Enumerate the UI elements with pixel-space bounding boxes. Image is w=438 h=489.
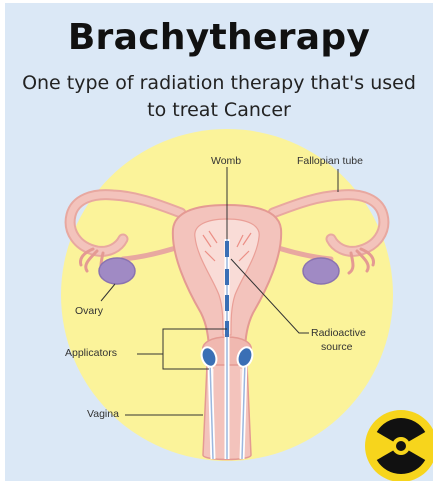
label-line: source [311,340,366,354]
infographic: Brachytherapy One type of radiation ther… [5,3,433,481]
left-ovary [99,258,135,284]
label-radioactive-source: Radioactive source [311,326,366,354]
label-fallopian-tube: Fallopian tube [297,155,363,167]
page-title: Brachytherapy [5,17,433,58]
label-applicators: Applicators [65,347,117,359]
label-line: Radioactive [311,326,366,340]
subtitle-line: One type of radiation therapy that's use… [15,70,423,97]
label-vagina: Vagina [87,408,119,420]
page-subtitle: One type of radiation therapy that's use… [15,70,423,124]
label-womb: Womb [211,155,241,167]
radiation-hazard-icon [365,410,433,481]
subtitle-line: to treat Cancer [15,97,423,124]
label-ovary: Ovary [75,305,103,317]
right-ovary [303,258,339,284]
